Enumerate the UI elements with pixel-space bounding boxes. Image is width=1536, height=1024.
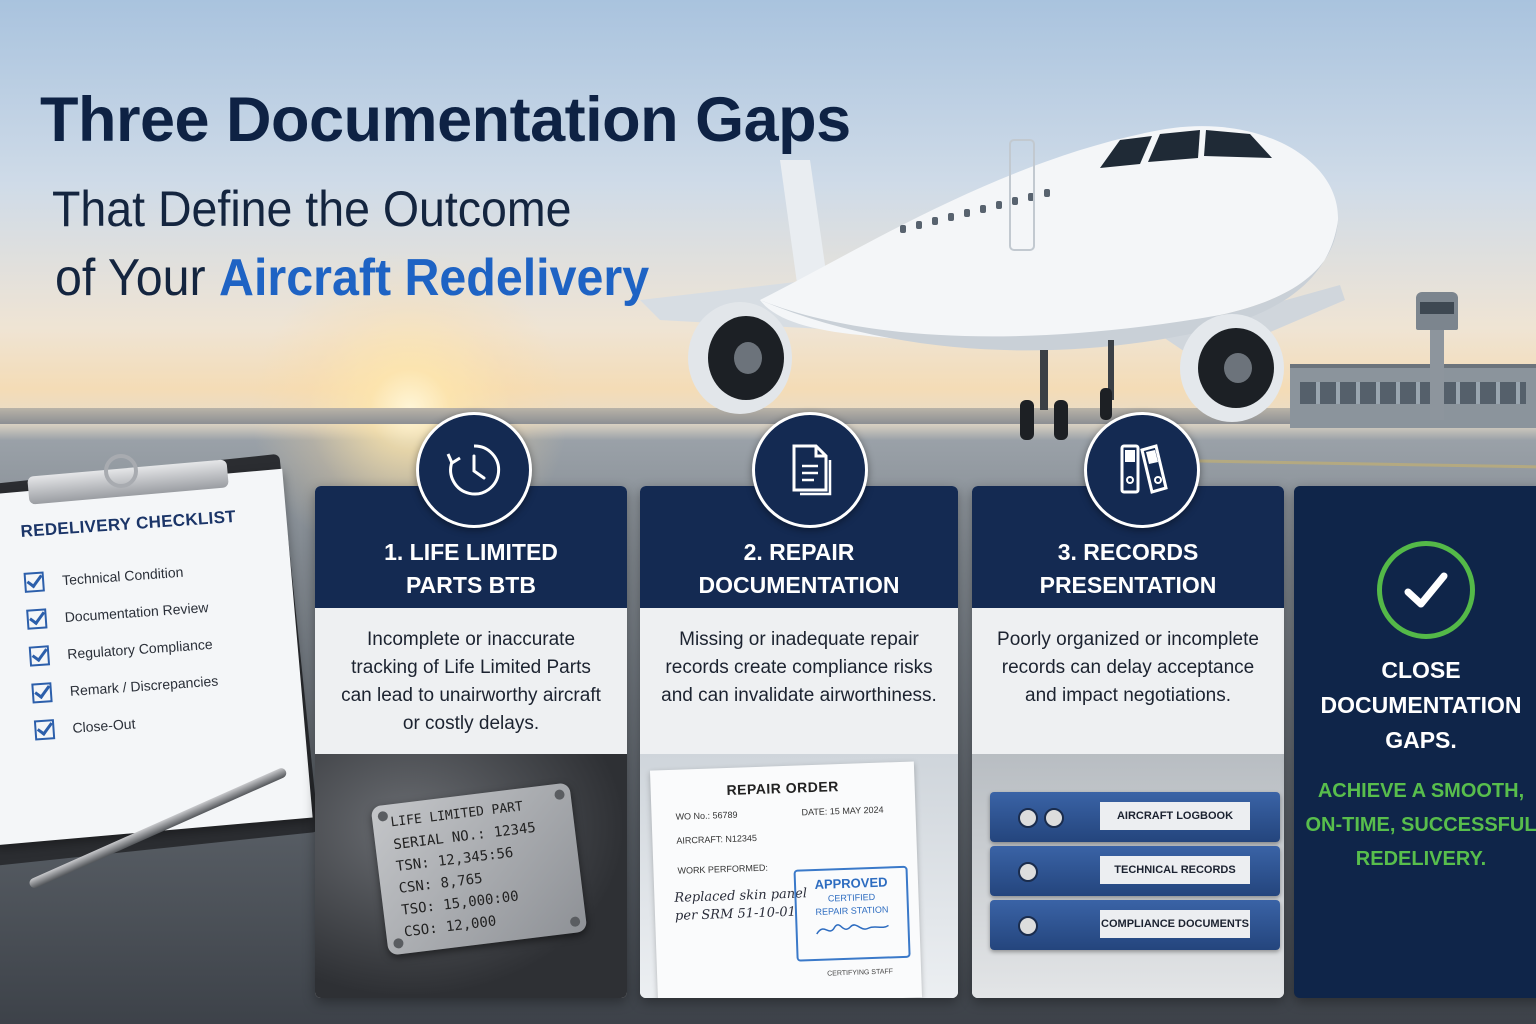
checkbox-checked-icon: [26, 607, 48, 630]
card-title: 1. LIFE LIMITED PARTS BTB: [315, 536, 627, 602]
repair-order-heading: REPAIR ORDER: [726, 778, 840, 799]
certifying-staff-label: CERTIFYING STAFF: [827, 968, 894, 978]
binder: TECHNICAL RECORDS: [990, 846, 1280, 896]
signature-icon: [816, 924, 889, 935]
tagline-line1: ACHIEVE A SMOOTH,: [1317, 780, 1525, 802]
repair-order-photo: REPAIR ORDER WO No.: 56789 DATE: 15 MAY …: [640, 754, 958, 998]
airplane-image: [640, 126, 1345, 440]
closing-line3: GAPS.: [1385, 727, 1457, 753]
records-binders-photo: AIRCRAFT LOGBOOK TECHNICAL RECORDS COMPL…: [972, 754, 1284, 998]
subtitle-prefix: of Your: [55, 249, 206, 307]
work-performed-label: WORK PERFORMED:: [677, 862, 769, 876]
card-description: Missing or inadequate repair records cre…: [661, 629, 937, 706]
card-title-line2: PARTS BTB: [406, 572, 536, 598]
checkbox-checked-icon: [28, 644, 51, 667]
parts-plate-photo: LIFE LIMITED PART SERIAL NO.: 12345 TSN:…: [315, 754, 627, 998]
checkbox-checked-icon: [31, 681, 53, 704]
clipboard-ring: [104, 454, 138, 488]
aircraft-registration: AIRCRAFT: N12345: [676, 832, 758, 846]
closing-title: CLOSE DOCUMENTATION GAPS.: [1294, 653, 1536, 758]
card-description: Poorly organized or incomplete records c…: [997, 629, 1259, 706]
card-title: 2. REPAIR DOCUMENTATION: [640, 536, 958, 602]
page-title: Three Documentation Gaps: [40, 85, 851, 155]
stamp-main: APPROVED: [814, 874, 888, 892]
card-body: [640, 608, 958, 754]
checklist-item-label: Technical Condition: [61, 563, 184, 588]
page-subtitle-line1: That Define the Outcome: [52, 181, 572, 237]
work-order-number: WO No.: 56789: [675, 809, 738, 822]
screw-icon: [569, 916, 581, 928]
checkbox-checked-icon: [33, 718, 56, 740]
screw-icon: [392, 937, 405, 949]
checklist-item-label: Remark / Discrepancies: [69, 672, 219, 699]
binder-ring-icon: [1044, 808, 1064, 828]
repair-order-document: REPAIR ORDER WO No.: 56789 DATE: 15 MAY …: [649, 761, 923, 998]
binder-label: COMPLIANCE DOCUMENTS: [1100, 910, 1250, 938]
tagline-line2: ON-TIME, SUCCESSFUL: [1305, 814, 1536, 836]
binder: COMPLIANCE DOCUMENTS: [990, 900, 1280, 950]
checkmark-icon: [1377, 541, 1475, 639]
card-title-line1: 1. LIFE LIMITED: [384, 539, 558, 565]
life-limited-part-plate: LIFE LIMITED PART SERIAL NO.: 12345 TSN:…: [370, 782, 588, 956]
closing-card: CLOSE DOCUMENTATION GAPS. ACHIEVE A SMOOTH…: [1294, 486, 1536, 998]
binder: AIRCRAFT LOGBOOK: [990, 792, 1280, 842]
card-repair-documentation: 2. REPAIR DOCUMENTATION Missing or inadeq…: [640, 486, 958, 998]
closing-line2: DOCUMENTATION: [1320, 692, 1522, 718]
binders-icon: [1084, 412, 1200, 528]
card-title-line2: DOCUMENTATION: [698, 572, 900, 598]
redelivery-checklist: REDELIVERY CHECKLIST Technical Condition…: [20, 507, 251, 748]
binder-label: AIRCRAFT LOGBOOK: [1100, 802, 1250, 830]
binder-ring-icon: [1018, 916, 1038, 936]
page-subtitle-line2: of Your Aircraft Redelivery: [55, 248, 649, 308]
checklist-item-label: Documentation Review: [64, 598, 209, 625]
binder-label: TECHNICAL RECORDS: [1100, 856, 1250, 884]
card-body: [972, 608, 1284, 754]
binder-ring-icon: [1018, 862, 1038, 882]
card-records-presentation: 3. RECORDS PRESENTATION Poorly organized …: [972, 486, 1284, 998]
clock-icon: [416, 412, 532, 528]
approved-stamp: APPROVED CERTIFIED REPAIR STATION: [793, 865, 911, 962]
closing-tagline: ACHIEVE A SMOOTH, ON-TIME, SUCCESSFUL REDE…: [1294, 774, 1536, 876]
binder-ring-icon: [1018, 808, 1038, 828]
card-body: [315, 608, 627, 754]
card-life-limited-parts: 1. LIFE LIMITED PARTS BTB Incomplete or i…: [315, 486, 627, 998]
card-title-line1: 2. REPAIR: [743, 539, 855, 565]
checkbox-checked-icon: [23, 570, 45, 593]
closing-line1: CLOSE: [1381, 657, 1461, 683]
repair-date: DATE: 15 MAY 2024: [801, 804, 884, 818]
work-line1: Replaced skin panel: [674, 886, 808, 906]
card-title: 3. RECORDS PRESENTATION: [972, 536, 1284, 602]
card-description: Incomplete or inaccurate tracking of Lif…: [341, 629, 601, 734]
airport-terminal: [1290, 364, 1536, 428]
card-title-line1: 3. RECORDS: [1057, 539, 1199, 565]
checklist-item-label: Close-Out: [71, 714, 136, 736]
work-line2: per SRM 51-10-01: [674, 904, 797, 924]
card-title-line2: PRESENTATION: [1039, 572, 1217, 598]
tagline-line3: REDELIVERY.: [1355, 848, 1487, 870]
checklist-item-label: Regulatory Compliance: [66, 635, 214, 662]
document-icon: [752, 412, 868, 528]
subtitle-accent: Aircraft Redelivery: [219, 249, 650, 307]
control-tower-window: [1420, 302, 1454, 314]
control-tower: [1430, 330, 1444, 420]
